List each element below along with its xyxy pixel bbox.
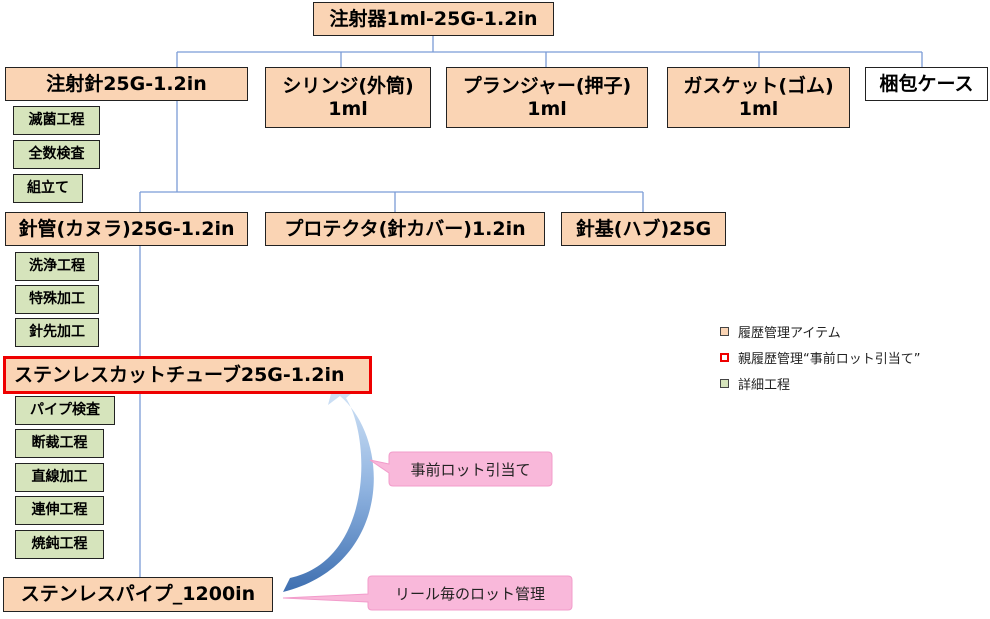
plunger-label-line2: 1ml [527, 97, 567, 120]
legend-label: 履歴管理アイテム [738, 326, 841, 341]
reel-lot-callout-shape [282, 575, 573, 611]
gasket-label-line1: ガスケット(ゴム) [683, 74, 834, 97]
process-tip-machining: 針先加工 [15, 318, 99, 347]
gasket-label-line2: 1ml [738, 97, 779, 120]
legend-history-item: 履歴管理アイテム [720, 322, 841, 341]
item-cannula: 針管(カヌラ)25G-1.2in [5, 212, 248, 246]
item-packing-case: 梱包ケース [865, 67, 988, 101]
item-stainless-pipe: ステンレスパイプ_1200in [3, 577, 273, 612]
item-stainless-cut-tube: ステンレスカットチューブ25G-1.2in [3, 356, 372, 394]
legend-label: 詳細工程 [738, 378, 791, 393]
process-cutting: 断裁工程 [15, 429, 104, 458]
item-needle: 注射針25G-1.2in [5, 67, 248, 101]
legend-detail-process: 詳細工程 [720, 374, 790, 393]
item-protector: プロテクタ(針カバー)1.2in [265, 212, 545, 246]
lot-assign-callout-shape [369, 451, 553, 487]
top-item-syringe-assembly: 注射器1ml-25G-1.2in [313, 2, 554, 36]
process-straightening: 直線加工 [15, 463, 104, 492]
process-sterilization: 滅菌工程 [13, 106, 100, 135]
item-gasket: ガスケット(ゴム) 1ml [667, 67, 850, 128]
process-assembly: 組立て [13, 174, 83, 203]
legend-parent-history: 親履歴管理“事前ロット引当て” [720, 348, 920, 367]
process-special-machining: 特殊加工 [15, 285, 99, 314]
process-pipe-inspection: パイプ検査 [15, 396, 115, 425]
lot-assign-arrow [283, 386, 374, 592]
legend-swatch-red [720, 353, 729, 362]
process-drawing: 連伸工程 [15, 496, 104, 525]
legend-label: 親履歴管理“事前ロット引当て” [738, 352, 921, 367]
process-full-inspection: 全数検査 [13, 140, 100, 169]
item-plunger: プランジャー(押子) 1ml [446, 67, 648, 128]
syringe-label-line1: シリンジ(外筒) [282, 74, 414, 97]
plunger-label-line1: プランジャー(押子) [462, 74, 632, 97]
tree-connectors [139, 36, 923, 577]
process-annealing: 焼鈍工程 [15, 530, 104, 559]
item-hub: 針基(ハブ)25G [561, 212, 726, 246]
syringe-label-line2: 1ml [328, 97, 368, 120]
lot-assign-callout: 事前ロット引当て [410, 460, 531, 479]
legend-swatch-green [720, 379, 729, 388]
legend-swatch-orange [720, 327, 729, 336]
process-washing: 洗浄工程 [15, 252, 99, 281]
reel-lot-callout: リール毎のロット管理 [394, 584, 545, 603]
item-syringe-barrel: シリンジ(外筒) 1ml [265, 67, 431, 128]
